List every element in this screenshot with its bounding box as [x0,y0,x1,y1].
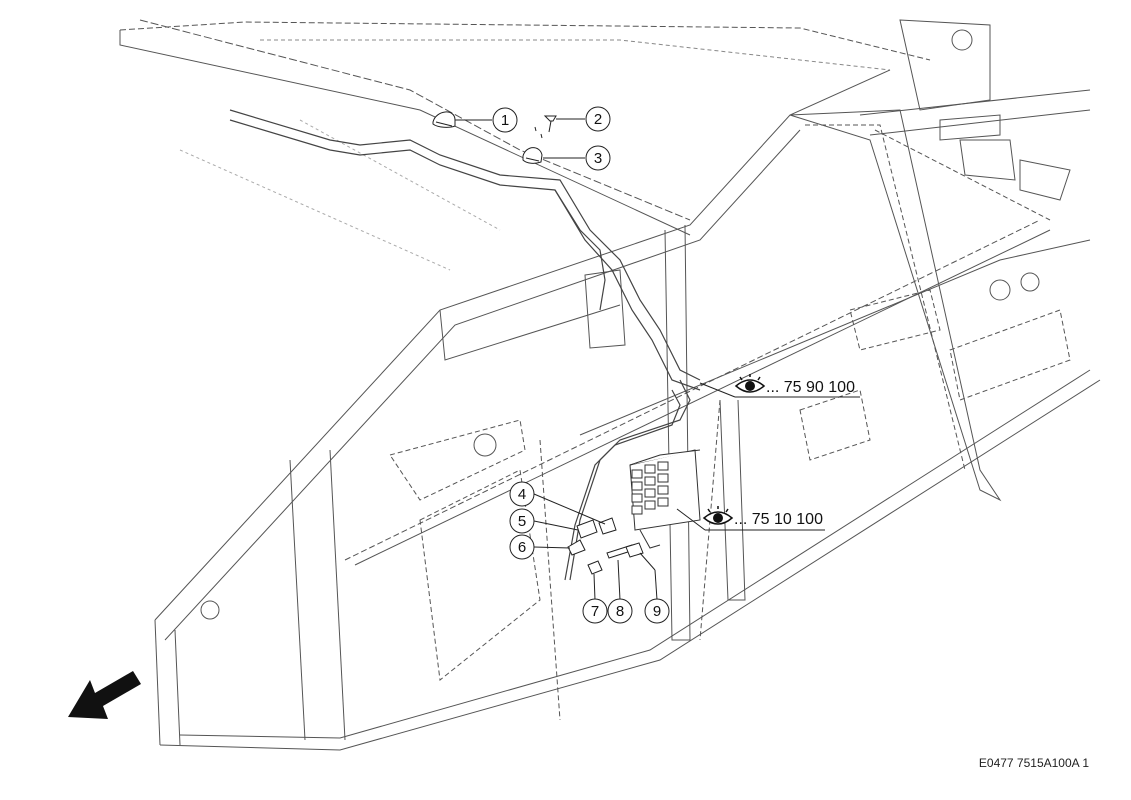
reference-75-90-100-text: ... 75 90 100 [766,379,855,396]
callout-8-label: 8 [616,603,624,620]
callout-3: 3 [585,145,611,171]
part-4-nut [598,517,617,535]
callout-3-label: 3 [594,150,602,167]
callout-6-label: 6 [518,539,526,556]
arrow-down-left-icon [68,671,141,719]
reference-75-90-100: ... 75 90 100 [734,374,855,396]
part-9-nut [625,542,644,558]
callout-2: 2 [585,106,611,132]
part-5-fitting [576,519,598,539]
part-1-clip [432,111,456,128]
lubrication-hoses [229,109,701,581]
part-3-clip [522,147,543,164]
callout-4: 4 [509,481,535,507]
part-2-screw [543,115,557,122]
callout-1: 1 [492,107,518,133]
reference-75-10-100: ... 75 10 100 [702,506,823,528]
callout-6: 6 [509,534,535,560]
callout-4-label: 4 [518,486,526,503]
leader-lines [455,118,860,601]
callout-8: 8 [607,598,633,624]
loose-parts [432,111,644,575]
callout-1-label: 1 [501,112,509,129]
part-6-nozzle [567,539,586,556]
reference-75-10-100-text: ... 75 10 100 [734,511,823,528]
callout-7-label: 7 [591,603,599,620]
callout-5: 5 [509,508,535,534]
callout-5-label: 5 [518,513,526,530]
machine-frame-drawing [119,19,1101,751]
callout-2-label: 2 [594,111,602,128]
drawing-code: E0477 7515A100A 1 [978,756,1089,770]
distributor-block [629,449,701,549]
callout-9: 9 [644,598,670,624]
callout-7: 7 [582,598,608,624]
eye-icon [702,506,734,525]
callout-9-label: 9 [653,603,661,620]
part-7-sleeve [587,560,603,575]
eye-icon [734,374,766,393]
